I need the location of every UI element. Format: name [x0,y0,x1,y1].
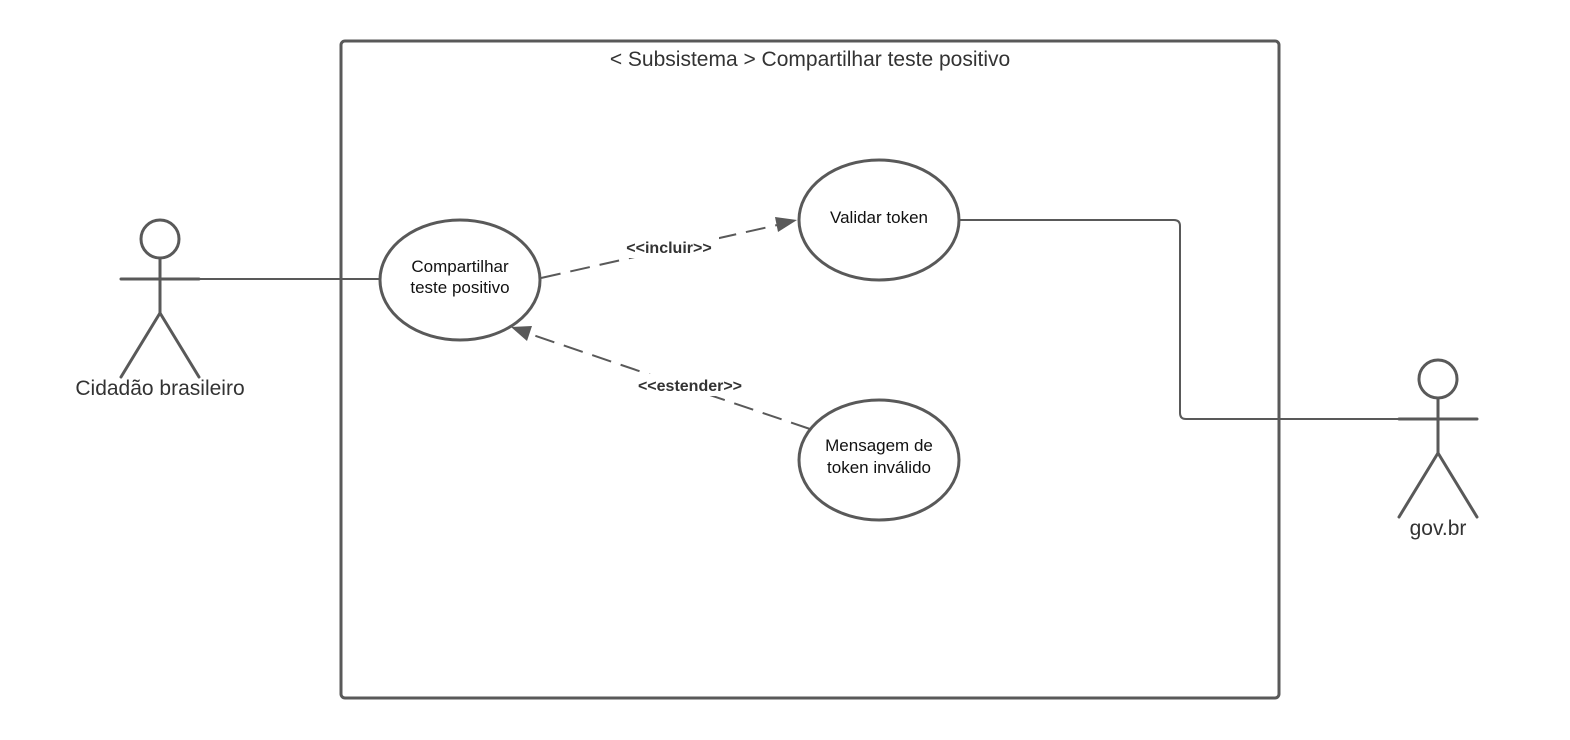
use-case-validar-token-shape [797,158,961,282]
extend-arrowhead [511,326,532,341]
extend-label: <<estender>> [638,378,742,395]
use-case-mensagem-shape [797,398,961,522]
actor-govbr-head [1417,358,1459,400]
extend-label-bg [629,374,751,396]
use-case-compartilhar-line2: teste positivo [410,278,509,297]
use-case-mensagem-line2: token inválido [827,458,931,477]
association-validate-govbr [960,219,1400,420]
use-case-mensagem-token-invalido[interactable]: Mensagem de token inválido [797,398,961,522]
system-boundary [339,39,1281,700]
actor-cidadao-head [139,218,181,260]
use-case-validar-token[interactable]: Validar token [797,158,961,282]
include-label: <<incluir>> [626,240,711,257]
actor-govbr-leg-right [1436,451,1479,519]
extend-connector [526,332,811,430]
actor-cidadao-leg-left [119,311,162,379]
use-case-compartilhar-shape [378,218,542,342]
actor-cidadao-leg-right [158,311,201,379]
use-case-compartilhar[interactable]: Compartilhar teste positivo [378,218,542,342]
system-title: < Subsistema > Compartilhar teste positi… [610,48,1010,71]
use-case-compartilhar-line1: Compartilhar [411,257,509,276]
actor-govbr-label: gov.br [1410,517,1467,540]
actor-cidadao-brasileiro[interactable]: Cidadão brasileiro [75,218,245,400]
include-arrowhead [775,217,797,232]
actor-govbr-leg-left [1397,451,1440,519]
actor-cidadao-label: Cidadão brasileiro [75,377,244,400]
actor-gov-br[interactable]: gov.br [1397,358,1479,540]
use-case-mensagem-line1: Mensagem de [825,436,933,455]
include-label-bg [619,236,719,258]
use-case-validar-token-label: Validar token [830,208,928,227]
